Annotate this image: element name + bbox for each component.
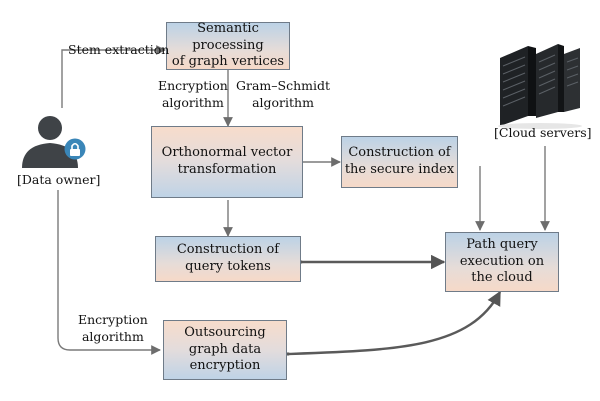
encryption-algorithm-top-label: Encryption algorithm (158, 78, 228, 110)
gram-schmidt-label: Gram–Schmidt algorithm (236, 78, 331, 110)
node-path-query: Path query execution on the cloud (445, 232, 559, 292)
stem-extraction-label: Stem extraction (68, 42, 170, 57)
node-query-tokens: Construction of query tokens (155, 236, 301, 282)
encryption-algorithm-bottom-label: Encryption algorithm (78, 312, 148, 344)
node-semantic-processing: Semantic processing of graph vertices (166, 21, 290, 70)
server-rack-icon (498, 44, 582, 129)
user-lock-icon (22, 116, 86, 168)
edge-owner-to-semantic (61, 45, 166, 108)
edge-outsourcing-to-pathquery (287, 290, 502, 356)
node-secure-index: Construction of the secure index (341, 136, 458, 188)
edge-owner-to-outsourcing (57, 190, 161, 355)
data-owner-label: [Data owner] (17, 172, 101, 187)
node-outsourcing-encryption: Outsourcing graph data encryption (163, 320, 287, 380)
node-orthonormal-transformation: Orthonormal vector transformation (151, 126, 303, 198)
cloud-servers-label: [Cloud servers] (494, 125, 592, 140)
